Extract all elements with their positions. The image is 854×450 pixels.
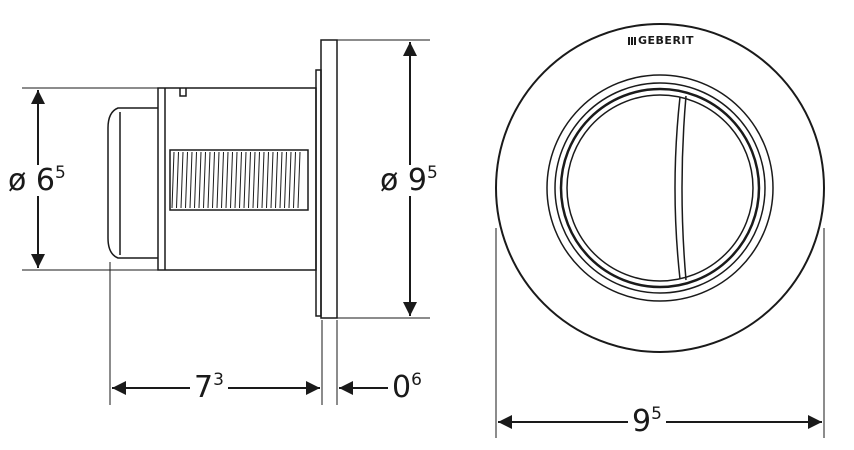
thread-line: [266, 151, 269, 209]
brand-logo: GEBERIT: [628, 34, 694, 47]
front-split-left: [674, 96, 681, 280]
thread-line: [234, 151, 238, 209]
label-depth-sup: 3: [213, 370, 224, 390]
thread-line: [189, 151, 193, 209]
side-top-notch: [179, 88, 187, 97]
label-front-diameter-sup: 5: [651, 404, 662, 424]
thread-line: [270, 151, 274, 209]
label-front-diameter-value: 9: [632, 404, 652, 439]
thread-line: [207, 151, 211, 209]
label-plate-thickness-sup: 6: [411, 370, 422, 390]
thread-line: [279, 151, 283, 209]
thread-line: [225, 151, 229, 209]
label-depth-value: 7: [194, 370, 214, 405]
label-large-diameter: ø 95: [376, 165, 442, 196]
thread-line: [239, 151, 242, 209]
front-outer-ring: [495, 23, 825, 353]
side-front-cap: [107, 107, 158, 259]
thread-line: [288, 151, 292, 209]
label-plate-thickness-value: 0: [392, 370, 412, 405]
thread-line: [203, 151, 206, 209]
thread-line: [230, 151, 233, 209]
side-view: [22, 39, 430, 405]
thread-line: [252, 151, 256, 209]
front-button-rim: [559, 87, 761, 289]
front-view: [495, 23, 825, 438]
thread-line: [212, 151, 215, 209]
label-depth: 73: [190, 372, 228, 403]
thread-line: [257, 151, 260, 209]
brand-mark-icon: [628, 36, 636, 45]
thread-line: [284, 151, 287, 209]
label-plate-thickness: 06: [388, 372, 426, 403]
front-button-face: [566, 94, 754, 282]
thread-line: [180, 151, 184, 209]
thread-line: [176, 151, 179, 209]
thread-line: [261, 151, 265, 209]
thread-line: [216, 151, 220, 209]
thread-line: [185, 151, 188, 209]
thread-line: [293, 151, 296, 209]
label-large-diameter-sup: 5: [426, 163, 438, 183]
side-plate-rim: [320, 39, 338, 319]
brand-text: GEBERIT: [638, 34, 695, 47]
thread-line: [171, 151, 175, 209]
label-small-diameter: ø 65: [4, 165, 70, 196]
thread-line: [243, 151, 247, 209]
side-thread-lines: [171, 151, 301, 209]
thread-line: [248, 151, 251, 209]
thread-line: [198, 151, 202, 209]
label-large-diameter-value: ø 9: [380, 163, 427, 198]
thread-line: [221, 151, 224, 209]
front-ring-outer: [546, 74, 774, 302]
thread-line: [194, 151, 197, 209]
label-small-diameter-sup: 5: [54, 163, 66, 183]
side-thread-band: [169, 149, 309, 211]
front-ring-inner: [554, 82, 766, 294]
label-front-diameter: 95: [628, 406, 666, 437]
thread-line: [297, 151, 301, 209]
thread-line: [275, 151, 278, 209]
label-small-diameter-value: ø 6: [8, 163, 55, 198]
front-split-right: [681, 95, 687, 281]
